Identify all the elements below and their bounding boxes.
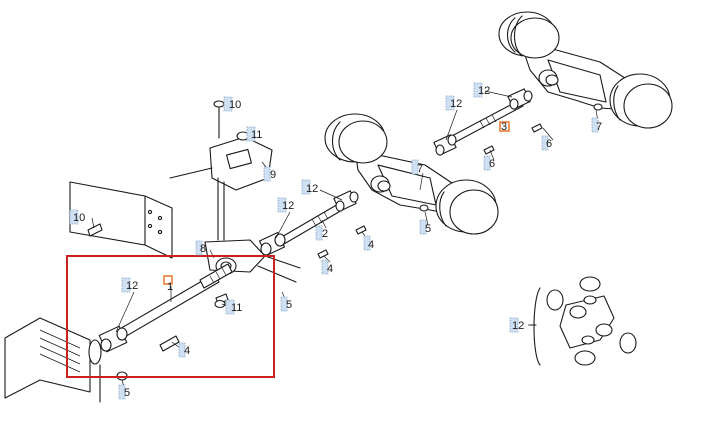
svg-text:12: 12 <box>478 85 490 97</box>
callout-2[interactable]: 2 <box>315 225 328 241</box>
callout-12-rear-front[interactable]: 12 <box>445 95 462 111</box>
callout-10-top[interactable]: 10 <box>223 96 241 112</box>
callout-6-rear-a[interactable]: 6 <box>483 155 495 171</box>
callout-4-mid-a[interactable]: 4 <box>363 235 374 251</box>
callout-3[interactable]: 3 <box>501 121 507 133</box>
selected-part-marker-1[interactable] <box>163 275 173 285</box>
svg-text:6: 6 <box>489 158 495 170</box>
svg-text:12: 12 <box>512 320 524 332</box>
propshaft-middle <box>259 190 367 259</box>
callout-10-frame[interactable]: 10 <box>69 209 85 225</box>
callout-5-mid[interactable]: 5 <box>419 219 431 235</box>
middle-axle-assembly <box>324 113 499 235</box>
propshaft-front <box>98 263 233 353</box>
svg-text:5: 5 <box>286 299 292 311</box>
bracket-assembly <box>169 100 273 241</box>
svg-text:10: 10 <box>229 99 241 111</box>
svg-text:12: 12 <box>450 98 462 110</box>
svg-text:4: 4 <box>327 263 333 275</box>
callout-5-bearing[interactable]: 5 <box>280 296 292 312</box>
callout-8[interactable]: 8 <box>195 240 206 256</box>
selected-part-marker-3[interactable] <box>499 121 510 132</box>
universal-joint-kit <box>529 276 637 366</box>
svg-text:7: 7 <box>596 121 602 133</box>
svg-text:6: 6 <box>546 138 552 150</box>
callout-7-mid[interactable]: 7 <box>411 159 423 175</box>
svg-text:11: 11 <box>231 302 242 314</box>
callout-11-top[interactable]: 11 <box>246 126 262 142</box>
svg-text:7: 7 <box>417 163 423 175</box>
svg-text:4: 4 <box>368 239 374 251</box>
callout-7-rear[interactable]: 7 <box>591 117 602 133</box>
svg-text:10: 10 <box>73 212 85 224</box>
callout-4-mid-b[interactable]: 4 <box>321 259 333 275</box>
svg-text:11: 11 <box>251 129 262 141</box>
callout-12-mid-rear[interactable]: 12 <box>301 179 318 195</box>
rear-axle-assembly <box>498 11 673 129</box>
propshaft-rear <box>433 88 543 156</box>
callout-12-mid-front[interactable]: 12 <box>277 197 294 213</box>
svg-text:1: 1 <box>167 281 173 293</box>
svg-text:12: 12 <box>126 280 138 292</box>
svg-text:8: 8 <box>200 243 206 255</box>
svg-text:12: 12 <box>306 183 318 195</box>
highlight-frame <box>66 255 275 378</box>
callout-11-front[interactable]: 11 <box>225 299 242 315</box>
svg-text:12: 12 <box>282 200 294 212</box>
callout-1[interactable]: 1 <box>167 281 173 293</box>
svg-text:5: 5 <box>425 223 431 235</box>
frame-rail <box>69 181 173 259</box>
svg-text:9: 9 <box>270 169 276 181</box>
callout-12-kit[interactable]: 12 <box>509 317 524 333</box>
svg-text:5: 5 <box>124 387 130 399</box>
svg-text:4: 4 <box>184 345 190 357</box>
svg-text:2: 2 <box>322 228 328 240</box>
callout-5-flange[interactable]: 5 <box>118 384 130 400</box>
callout-12-rear-rear[interactable]: 12 <box>473 82 490 98</box>
svg-text:3: 3 <box>501 121 507 133</box>
callout-9[interactable]: 9 <box>263 166 276 182</box>
callout-4-front[interactable]: 4 <box>178 342 190 358</box>
callout-12-front[interactable]: 12 <box>121 277 138 293</box>
callout-6-rear-b[interactable]: 6 <box>541 135 552 151</box>
